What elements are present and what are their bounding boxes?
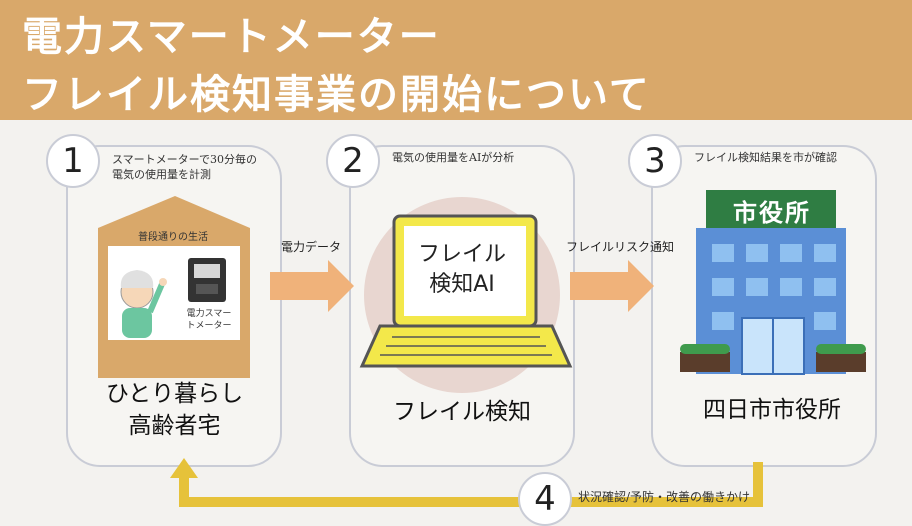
step3-number-badge: 3: [628, 134, 682, 188]
laptop-display: [404, 226, 526, 316]
return-arrow: [179, 462, 763, 507]
smart-meter-label: 電力スマートメーター: [186, 309, 232, 331]
step2-description: 電気の使用量をAIが分析: [392, 151, 515, 164]
house-caption: 普段通りの生活: [138, 232, 208, 243]
arrow2-label: フレイルリスク通知: [566, 240, 675, 254]
keyboard-keys: [380, 336, 552, 356]
diagram-graphics: [98, 190, 866, 507]
step2-number-badge: 2: [326, 134, 380, 188]
step3-label: 四日市市役所: [703, 397, 841, 423]
step1-desc-line1: スマートメーターで30分毎の: [112, 153, 258, 166]
step1-label: ひとり暮らし 高齢者宅: [92, 378, 257, 442]
ai-screen-text: フレイル 検知AI: [402, 240, 522, 300]
step4-number-badge: 4: [518, 472, 572, 526]
page-title-line2: フレイル検知事業の開始について: [22, 72, 651, 118]
smart-meter-icon: [188, 258, 226, 302]
step1-label-line2: 高齢者宅: [128, 413, 221, 439]
city-hall-icon: [680, 190, 866, 375]
arrow1-label: 電力データ: [281, 240, 342, 254]
return-arrow-head: [170, 458, 198, 478]
page-title-line1: 電力スマートメーター: [22, 14, 441, 60]
step1-desc-line2: 電気の使用量を計測: [112, 168, 211, 181]
step1-number-badge: 1: [46, 134, 100, 188]
elderly-person-icon: [120, 270, 167, 338]
step1-description: スマートメーターで30分毎の 電気の使用量を計測: [112, 152, 257, 182]
step2-label: フレイル検知: [393, 399, 531, 425]
arrow-step2-to-step3: [570, 260, 654, 312]
step3-description: フレイル検知結果を市が確認: [694, 151, 837, 164]
step1-label-line1: ひとり暮らし: [105, 381, 244, 407]
ai-screen-line1: フレイル: [417, 242, 506, 267]
step4-description: 状況確認/予防・改善の働きかけ: [578, 490, 751, 504]
arrow-step1-to-step2: [270, 260, 354, 312]
title-banner: [0, 0, 912, 120]
ai-screen-line2: 検知AI: [429, 272, 495, 297]
city-hall-sign: 市役所: [733, 199, 811, 227]
